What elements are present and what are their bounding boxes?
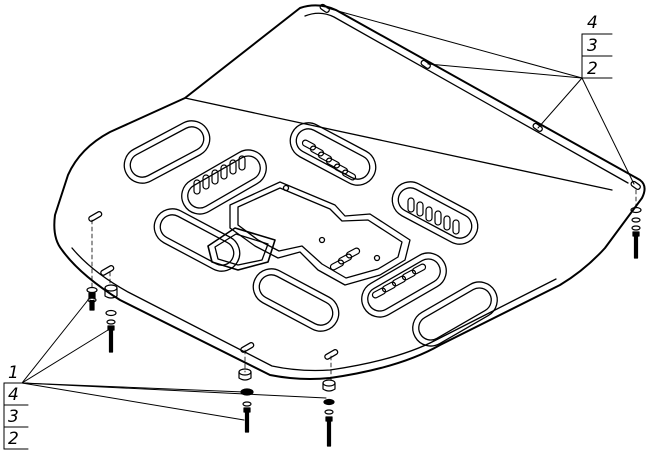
- fastener-stack-a: [86, 286, 98, 311]
- rib-1: [123, 120, 211, 184]
- rib-8: [412, 281, 498, 347]
- leaders-bottom-left: [21, 299, 327, 421]
- callout-top-right-item-1: 4: [587, 13, 598, 33]
- fastener-stack-b: [105, 309, 117, 353]
- central-stamping: [207, 181, 411, 286]
- rib-2: [181, 149, 267, 215]
- vent-slots-group-2: [301, 139, 357, 181]
- callout-bottom-left-item-2: 4: [8, 385, 19, 405]
- drain-hole-1: [282, 184, 290, 192]
- callout-bottom-left-item-3: 3: [8, 407, 19, 427]
- callout-top-right-item-2: 3: [587, 36, 598, 56]
- plate-bend-line: [184, 97, 613, 191]
- vent-slots-group-1: [193, 155, 246, 195]
- access-hatch: [207, 227, 276, 271]
- fastener-middle-spacer: [238, 368, 252, 381]
- plate-front-flange: [304, 12, 629, 184]
- fastener-stack-c: [240, 388, 254, 433]
- central-stamping-inner: [237, 187, 403, 279]
- rib-3: [289, 122, 377, 186]
- plate-rear-edge-inner: [71, 247, 557, 372]
- rib-6: [252, 268, 340, 332]
- drain-hole-2: [318, 236, 326, 244]
- plate-outline: [53, 4, 646, 380]
- fastener-stack-e: [630, 206, 642, 259]
- rib-7: [361, 252, 447, 318]
- stiffening-ribs: [123, 120, 498, 347]
- vent-slots-group-5: [371, 263, 427, 299]
- rib-4: [391, 181, 479, 245]
- vent-slots: [193, 139, 460, 299]
- hidden-axis-lines: [91, 189, 637, 381]
- leaders-top-right: [326, 7, 635, 185]
- front-mounting-slots: [319, 3, 641, 190]
- rib-5: [153, 208, 241, 272]
- fastener-right-rear-spacer: [322, 379, 336, 392]
- fastener-stack-d: [323, 398, 335, 447]
- central-stamping-outer: [229, 181, 411, 286]
- vent-slots-group-3: [407, 197, 460, 235]
- access-hatch-inner: [214, 233, 269, 266]
- fastener-rear-left-spacer: [104, 284, 118, 299]
- rear-mounting-slots: [88, 211, 339, 360]
- callout-bottom-left-item-4: 2: [8, 429, 19, 449]
- callout-top-right-item-3: 2: [587, 59, 598, 79]
- callout-bottom-left-item-1: 1: [8, 363, 19, 383]
- vent-slots-group-4: [329, 247, 361, 271]
- skid-plate: [53, 4, 646, 380]
- drain-hole-3: [373, 254, 381, 262]
- callout-bottom-left: [3, 382, 29, 450]
- callout-top-right: [581, 33, 613, 79]
- fasteners: [86, 206, 642, 447]
